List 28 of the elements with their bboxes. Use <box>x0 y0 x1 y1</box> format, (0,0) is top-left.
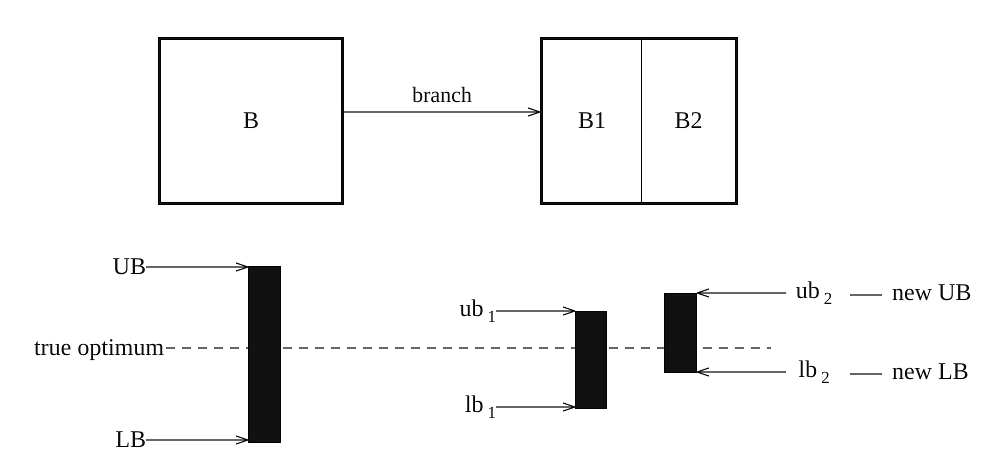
bound-bar <box>664 293 697 373</box>
bound-label: lb$_{2}$ <box>798 358 830 386</box>
arrow <box>496 402 576 412</box>
optimum-line <box>609 347 664 349</box>
arrow <box>696 367 786 377</box>
region-box <box>158 37 344 205</box>
optimum-line <box>283 347 575 349</box>
bound-label: LB <box>115 428 146 452</box>
arrow <box>696 288 786 298</box>
bound-label: ub$_{2}$ <box>796 279 832 307</box>
region-box <box>540 37 738 205</box>
arrow <box>344 107 541 117</box>
bound-note: new UB <box>892 281 972 305</box>
bound-label: ub$_{1}$ <box>460 297 496 325</box>
bound-label: UB <box>112 255 146 279</box>
bound-bar <box>248 266 281 443</box>
arrow <box>146 435 249 445</box>
optimum-line <box>166 347 248 349</box>
region-label: B2 <box>674 109 702 133</box>
bound-bar <box>575 311 607 409</box>
arrow <box>146 262 249 272</box>
arrow <box>496 306 576 316</box>
region-label: B <box>242 109 259 133</box>
bound-label: lb$_{1}$ <box>464 393 496 421</box>
region-label: B1 <box>578 109 606 133</box>
optimum-line <box>703 347 771 349</box>
bound-note: new LB <box>892 360 969 384</box>
bound-label: true optimum <box>34 336 164 360</box>
